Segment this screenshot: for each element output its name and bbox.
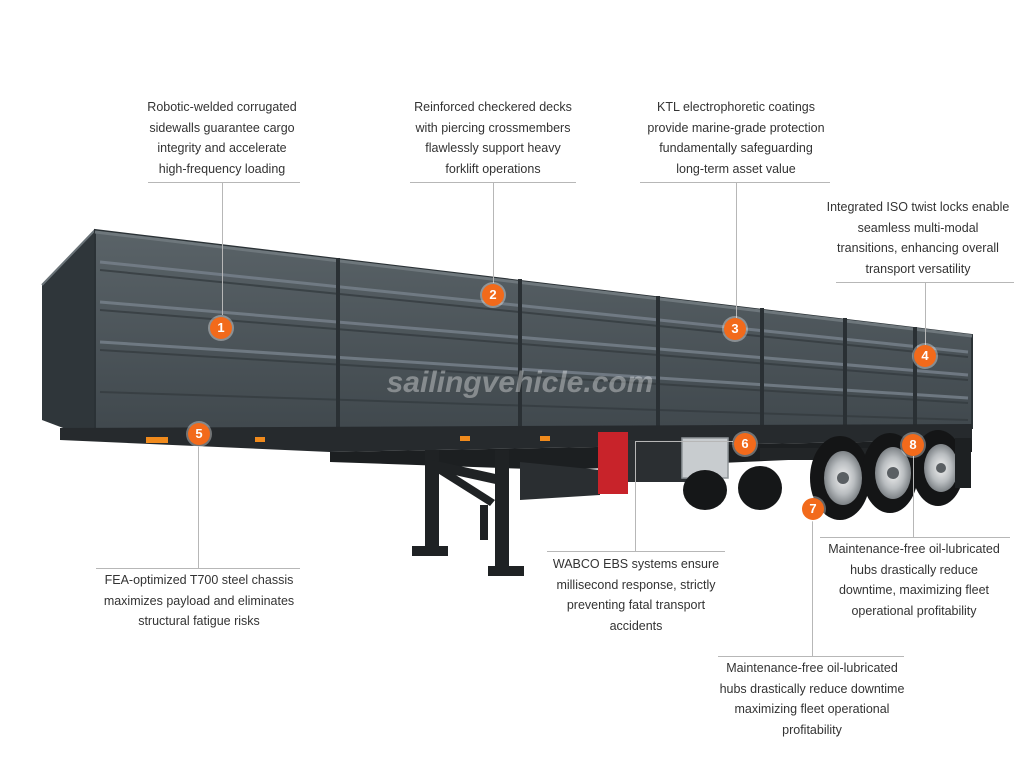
callout-2-rule — [410, 182, 576, 183]
callout-line: transitions, enhancing overall — [837, 241, 999, 255]
callout-3-rule — [640, 182, 830, 183]
watermark: sailingvehicle.com — [387, 366, 654, 399]
callout-line: FEA-optimized T700 steel chassis — [104, 573, 294, 587]
callout-8-stem — [913, 456, 914, 537]
air-tank — [598, 432, 628, 494]
callout-6-text: WABCO EBS systems ensure millisecond res… — [526, 554, 746, 636]
callout-3-stem — [736, 183, 737, 318]
callout-line: Integrated ISO twist locks enable — [826, 200, 1010, 214]
callout-line: transport versatility — [865, 261, 971, 276]
callout-line: seamless multi-modal — [857, 220, 979, 235]
callout-6-branch — [635, 441, 733, 442]
callout-5-rule — [96, 568, 300, 569]
callout-line: forklift operations — [445, 161, 541, 176]
marker-2[interactable]: 2 — [482, 284, 504, 306]
callout-line: structural fatigue risks — [138, 614, 260, 628]
callout-1-rule — [148, 182, 300, 183]
marker-7[interactable]: 7 — [802, 498, 824, 520]
callout-line: operational profitability — [851, 603, 977, 618]
callout-line: accidents — [609, 618, 663, 633]
callout-line: long-term asset value — [676, 161, 796, 176]
callout-line: provide marine-grade protection — [647, 120, 825, 135]
callout-line: hubs drastically reduce — [850, 562, 978, 577]
callout-line: Robotic-welded corrugated — [147, 100, 297, 114]
callout-line: millisecond response, strictly — [556, 577, 716, 592]
marker-4[interactable]: 4 — [914, 345, 936, 367]
callout-6-rule — [547, 551, 725, 552]
callout-line: fundamentally safeguarding — [659, 141, 813, 155]
marker-8[interactable]: 8 — [902, 434, 924, 456]
marker-6[interactable]: 6 — [734, 433, 756, 455]
callout-2-stem — [493, 183, 494, 283]
callout-7-rule — [718, 656, 904, 657]
callout-1-stem — [222, 183, 223, 315]
callout-8-text: Maintenance-free oil-lubricated hubs dra… — [806, 539, 1022, 621]
callout-line: KTL electrophoretic coatings — [657, 100, 815, 114]
trailer-front-face — [42, 230, 95, 440]
marker-1[interactable]: 1 — [210, 317, 232, 339]
callout-8-rule — [820, 537, 1010, 538]
callout-line: hubs drastically reduce downtime — [719, 681, 905, 696]
callout-2-text: Reinforced checkered decks with piercing… — [383, 97, 603, 179]
callout-line: with piercing crossmembers — [415, 120, 571, 135]
callout-line: integrity and accelerate — [157, 141, 287, 155]
chassis-beam — [60, 424, 972, 452]
callout-5-text: FEA-optimized T700 steel chassis maximiz… — [84, 570, 314, 632]
callout-line: Maintenance-free oil-lubricated — [828, 542, 1000, 556]
callout-7-text: Maintenance-free oil-lubricated hubs dra… — [696, 658, 928, 740]
landing-gear — [412, 450, 524, 576]
callout-7-stem — [812, 521, 813, 656]
callout-6-stem — [635, 441, 636, 551]
callout-line: maximizing fleet operational — [734, 702, 890, 716]
callout-line: profitability — [782, 722, 842, 737]
callout-line: downtime, maximizing fleet — [838, 583, 990, 597]
callout-line: sidewalls guarantee cargo — [149, 120, 295, 135]
marker-3[interactable]: 3 — [724, 318, 746, 340]
callout-line: Maintenance-free oil-lubricated — [726, 661, 898, 675]
callout-4-stem — [925, 283, 926, 345]
callout-4-rule — [836, 282, 1014, 283]
wheel-set — [810, 430, 964, 520]
callout-line: WABCO EBS systems ensure — [552, 557, 720, 571]
callout-line: high-frequency loading — [158, 161, 286, 176]
callout-line: preventing fatal transport — [566, 598, 706, 612]
callout-3-text: KTL electrophoretic coatings provide mar… — [620, 97, 852, 179]
callout-1-text: Robotic-welded corrugated sidewalls guar… — [112, 97, 332, 179]
callout-4-text: Integrated ISO twist locks enable seamle… — [814, 197, 1022, 279]
callout-line: Reinforced checkered decks — [414, 100, 572, 114]
callout-line: flawlessly support heavy — [425, 141, 561, 155]
marker-5[interactable]: 5 — [188, 423, 210, 445]
callout-line: maximizes payload and eliminates — [103, 593, 295, 608]
callout-5-stem — [198, 446, 199, 568]
